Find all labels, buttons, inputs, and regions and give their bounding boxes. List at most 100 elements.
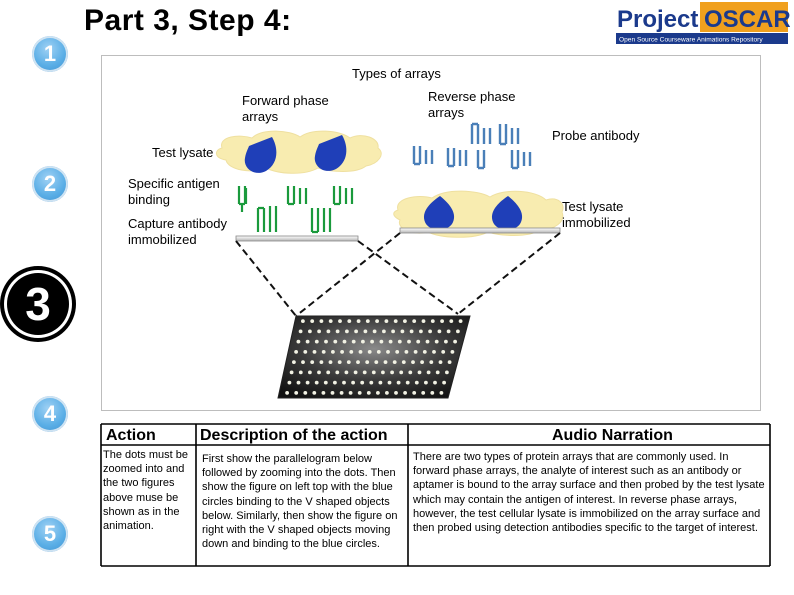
array-dot bbox=[449, 319, 454, 323]
array-dot bbox=[326, 370, 331, 375]
array-dot bbox=[396, 380, 401, 385]
slide-title: Part 3, Step 4: bbox=[84, 4, 292, 37]
array-dot bbox=[445, 370, 449, 375]
array-dot bbox=[321, 391, 326, 395]
capture-antibody-3 bbox=[286, 186, 308, 206]
capture-antibody-4 bbox=[310, 208, 332, 234]
array-dot bbox=[391, 329, 395, 334]
header-action: Action bbox=[106, 427, 156, 444]
array-dot bbox=[314, 380, 319, 385]
array-dot bbox=[292, 360, 296, 364]
header-audio-narration: Audio Narration bbox=[552, 427, 673, 444]
array-dot bbox=[340, 350, 344, 354]
array-dot bbox=[416, 339, 421, 344]
array-dot bbox=[310, 319, 315, 323]
diagram-frame bbox=[101, 55, 761, 411]
array-dot bbox=[328, 360, 333, 364]
step-5-button[interactable]: 5 bbox=[32, 516, 68, 552]
array-dot bbox=[403, 319, 407, 323]
array-dot bbox=[344, 370, 349, 375]
array-dot bbox=[458, 319, 463, 323]
microarray-dots bbox=[285, 319, 463, 395]
description-cell: First show the parallelogram below follo… bbox=[202, 453, 398, 551]
array-dot bbox=[285, 391, 289, 395]
array-dot bbox=[420, 360, 424, 364]
step-4-button[interactable]: 4 bbox=[32, 396, 68, 432]
array-dot bbox=[312, 350, 317, 354]
capture-antibody-5 bbox=[332, 186, 354, 206]
test-lysate-label: Test lysate bbox=[152, 145, 214, 160]
microarray-chip bbox=[277, 315, 471, 399]
array-dot bbox=[382, 329, 386, 334]
array-dot bbox=[435, 370, 440, 375]
array-dot bbox=[296, 339, 301, 344]
array-dot bbox=[362, 370, 367, 375]
array-dot bbox=[387, 380, 392, 385]
array-dot bbox=[294, 391, 299, 395]
reverse-phase-label: Reverse phase arrays bbox=[428, 89, 516, 120]
array-dot bbox=[296, 380, 301, 385]
array-dot bbox=[430, 319, 435, 323]
array-dot bbox=[390, 370, 394, 375]
array-dot bbox=[381, 370, 385, 375]
array-surface-right bbox=[399, 227, 561, 234]
capture-antibodies bbox=[237, 186, 354, 234]
array-dot bbox=[347, 319, 352, 323]
antigen-drop-right-2 bbox=[491, 196, 523, 230]
array-dot bbox=[348, 391, 353, 395]
array-dot bbox=[338, 319, 342, 323]
step-3-button[interactable]: 3 bbox=[4, 270, 72, 338]
step-4-label: 4 bbox=[43, 401, 57, 426]
step-navigation: 1 2 3 4 5 bbox=[0, 0, 100, 595]
array-dot bbox=[319, 360, 324, 364]
array-dot bbox=[405, 380, 410, 385]
array-dot bbox=[395, 350, 400, 354]
array-dot bbox=[434, 339, 439, 344]
array-dot bbox=[339, 391, 344, 395]
array-dot bbox=[324, 339, 328, 344]
array-dot bbox=[312, 391, 317, 395]
array-dot bbox=[289, 370, 294, 375]
array-dot bbox=[361, 339, 365, 344]
logo-word-oscar: OSCAR bbox=[704, 6, 790, 33]
array-dot bbox=[439, 391, 444, 395]
array-dot bbox=[441, 350, 446, 354]
array-dot bbox=[326, 329, 331, 334]
step-2-button[interactable]: 2 bbox=[32, 166, 68, 202]
action-cell: The dots must be zoomed into and the two… bbox=[103, 449, 188, 533]
array-dot bbox=[437, 329, 442, 334]
array-dot bbox=[333, 380, 337, 385]
array-dot bbox=[404, 350, 409, 354]
array-dot bbox=[440, 319, 444, 323]
array-dot bbox=[378, 380, 383, 385]
protein-array-diagram bbox=[216, 122, 564, 399]
array-dot bbox=[317, 370, 321, 375]
array-dot bbox=[294, 350, 298, 354]
array-dot bbox=[301, 360, 305, 364]
specific-antigen-label: Specific antigen binding bbox=[128, 176, 220, 207]
array-dot bbox=[371, 370, 376, 375]
array-dot bbox=[453, 339, 457, 344]
array-dot bbox=[376, 391, 380, 395]
test-lysate-immobilized-label: Test lysate immobilized bbox=[562, 199, 631, 230]
array-dot bbox=[388, 339, 393, 344]
array-dot bbox=[298, 370, 303, 375]
array-dot bbox=[428, 329, 432, 334]
array-dot bbox=[305, 380, 310, 385]
array-dot bbox=[411, 360, 415, 364]
array-dot bbox=[421, 319, 426, 323]
array-dot bbox=[379, 339, 384, 344]
step-1-button[interactable]: 1 bbox=[32, 36, 68, 72]
array-dot bbox=[392, 360, 397, 364]
array-dot bbox=[456, 329, 460, 334]
step-5-label: 5 bbox=[43, 521, 57, 546]
array-dot bbox=[446, 329, 451, 334]
array-dot bbox=[365, 360, 370, 364]
array-dot bbox=[314, 339, 319, 344]
array-dot bbox=[356, 319, 361, 323]
array-surface-left bbox=[235, 235, 359, 242]
array-dot bbox=[424, 380, 428, 385]
array-dot bbox=[375, 319, 379, 323]
array-dot bbox=[430, 391, 435, 395]
array-dot bbox=[303, 391, 308, 395]
